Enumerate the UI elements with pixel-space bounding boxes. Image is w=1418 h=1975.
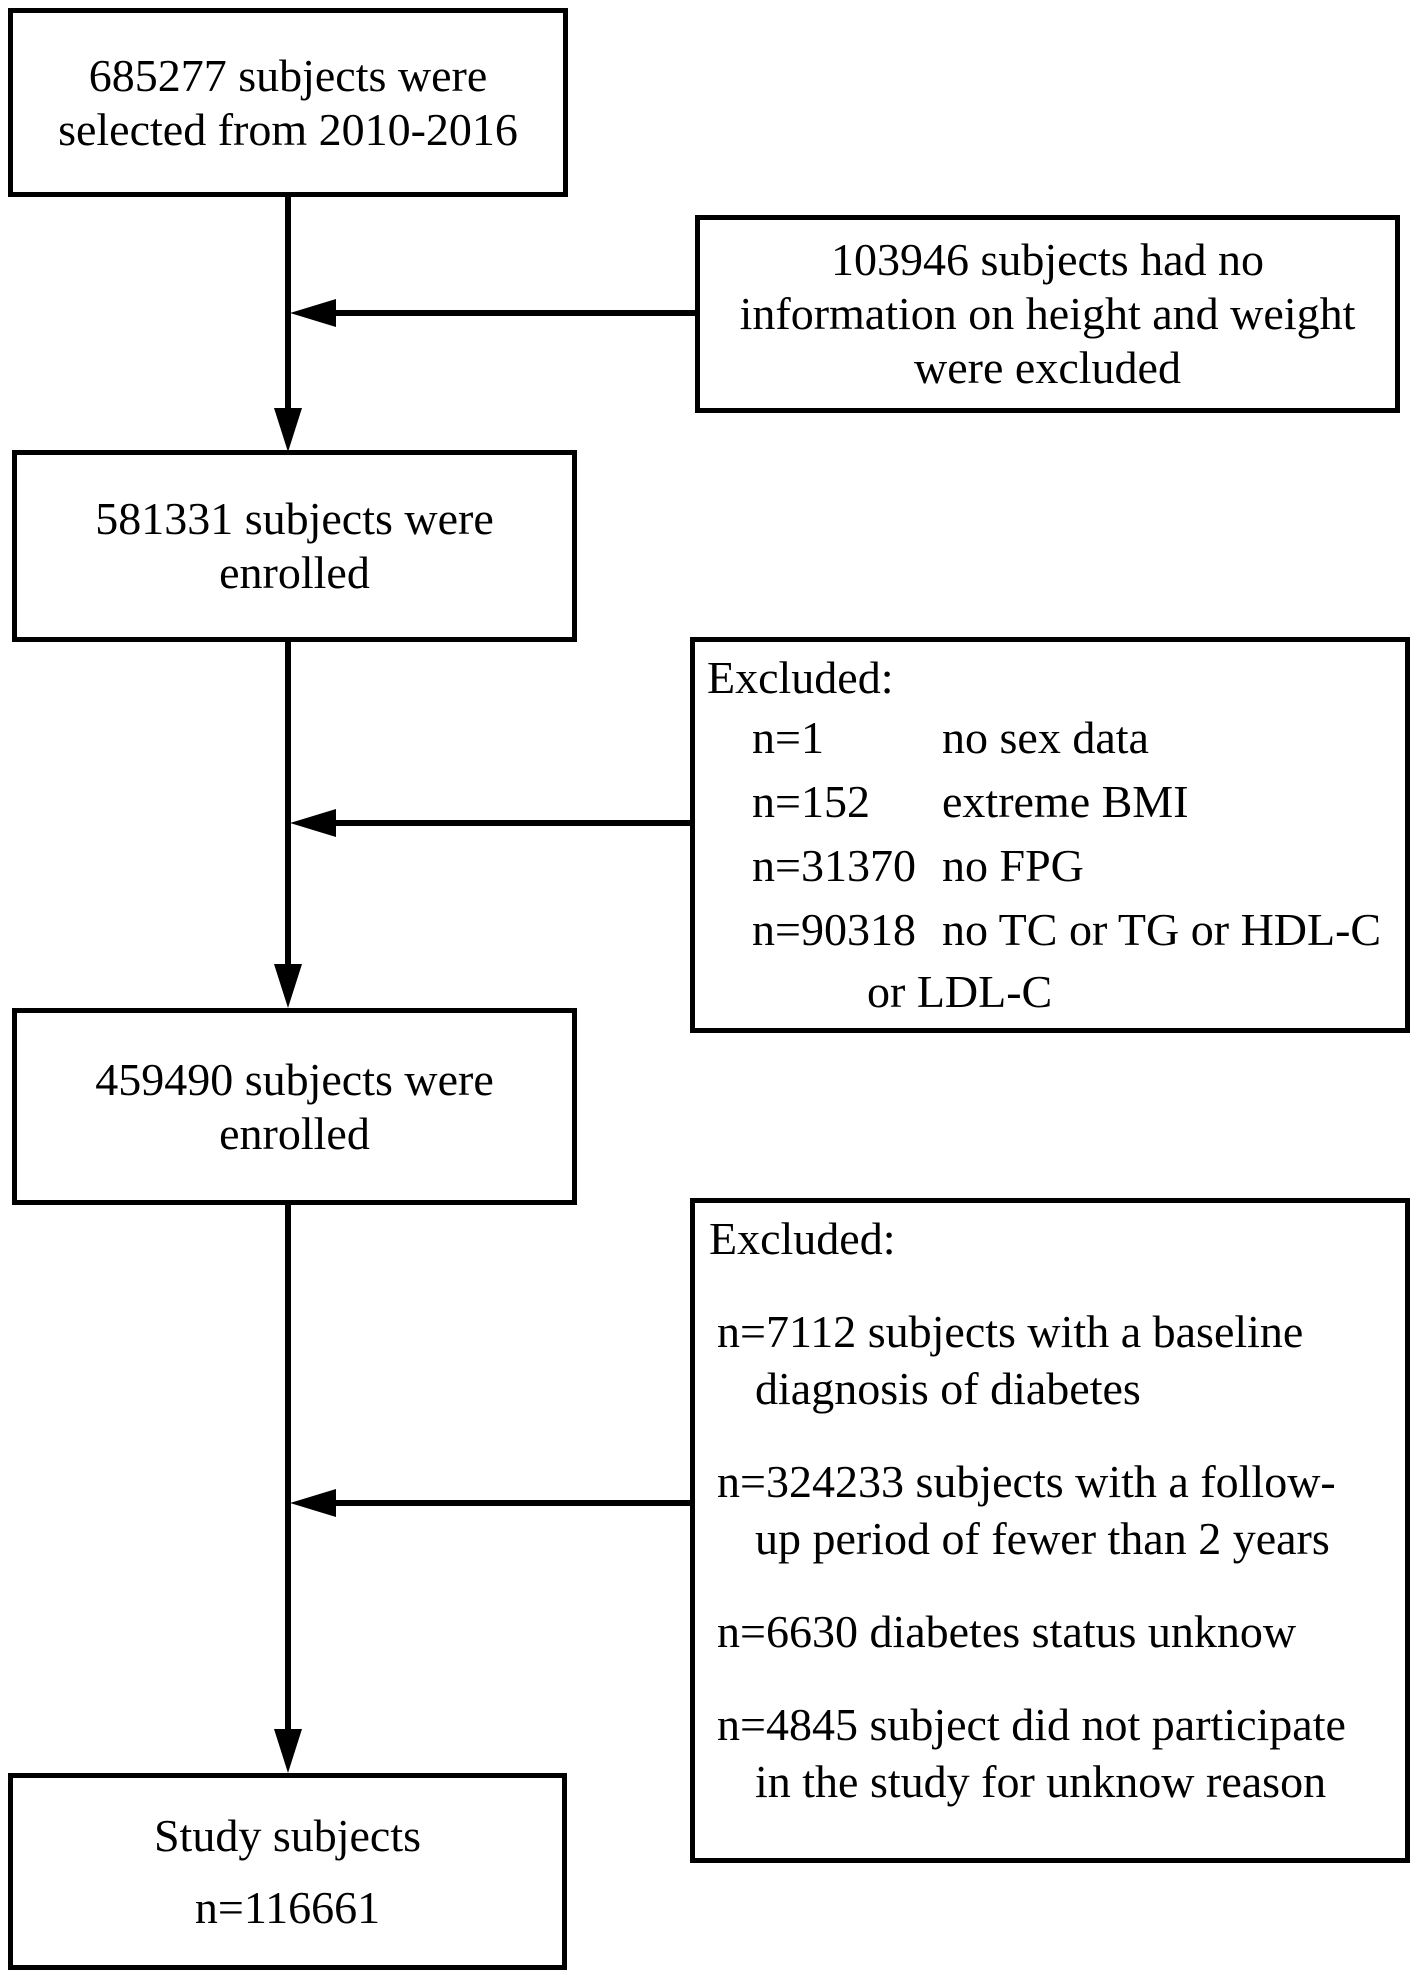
box-enrolled-581331-line2: enrolled xyxy=(219,547,370,598)
box-enrolled-581331-line1: 581331 subjects were xyxy=(95,493,494,544)
exclusion-reason: extreme BMI xyxy=(942,776,1189,827)
exclusion-reason: no sex data xyxy=(942,712,1149,763)
exclusion-reason: no FPG xyxy=(942,840,1084,891)
box-excluded-follow-up: Excluded: n=7112 subjects with a baselin… xyxy=(690,1198,1410,1863)
exclusion-arrow-2-arrowhead-icon xyxy=(290,809,336,837)
box-enrolled-459490-line2: enrolled xyxy=(219,1107,370,1159)
exclusion-item-line1: n=6630 diabetes status unknow xyxy=(717,1606,1297,1657)
connector-2-shaft xyxy=(285,640,291,966)
exclusion-count: n=1 xyxy=(752,712,824,763)
exclusion-item: n=324233 subjects with a follow- up peri… xyxy=(717,1453,1395,1567)
exclusion-arrow-2-shaft xyxy=(334,820,690,826)
exclusion-item-line2: up period of fewer than 2 years xyxy=(755,1513,1330,1564)
exclusion-count: n=152 xyxy=(752,776,870,827)
exclusion-item: n=4845 subject did not participate in th… xyxy=(717,1696,1395,1810)
exclusion-reason: no TC or TG or HDL-C xyxy=(942,904,1382,955)
box-study-subjects: Study subjects n=116661 xyxy=(8,1773,567,1970)
box-enrolled-459490-line1: 459490 subjects were xyxy=(95,1053,494,1105)
exclusion-item-line1: n=324233 subjects with a follow- xyxy=(717,1456,1336,1507)
box-subjects-selected-line1: 685277 subjects were xyxy=(88,49,488,101)
exclusion-item-line1: n=7112 subjects with a baseline xyxy=(717,1306,1304,1357)
exclusion-item-line2: diagnosis of diabetes xyxy=(755,1363,1141,1414)
connector-2-arrowhead-icon xyxy=(274,964,302,1008)
connector-3-arrowhead-icon xyxy=(274,1729,302,1773)
excluded-baseline-title: Excluded: xyxy=(707,652,894,703)
excluded-height-weight-line2: information on height and weight xyxy=(739,288,1356,339)
exclusion-item-line1: n=4845 subject did not participate xyxy=(717,1699,1346,1750)
box-study-subjects-line1: Study subjects xyxy=(153,1809,422,1861)
exclusion-row: n=1 no sex data xyxy=(752,706,1395,770)
connector-1-shaft xyxy=(285,195,291,410)
box-subjects-selected: 685277 subjects were selected from 2010-… xyxy=(8,8,568,197)
box-excluded-height-weight: 103946 subjects had no information on he… xyxy=(695,215,1400,413)
exclusion-row: n=90318 no TC or TG or HDL-C xyxy=(752,898,1395,962)
exclusion-item: n=7112 subjects with a baseline diagnosi… xyxy=(717,1303,1395,1417)
exclusion-item-line2: in the study for unknow reason xyxy=(755,1756,1327,1807)
box-enrolled-459490: 459490 subjects were enrolled xyxy=(12,1008,577,1205)
connector-1-arrowhead-icon xyxy=(274,408,302,452)
excluded-height-weight-line1: 103946 subjects had no xyxy=(830,234,1265,285)
box-excluded-baseline-data: Excluded: n=1 no sex data n=152 extreme … xyxy=(690,637,1410,1033)
exclusion-arrow-3-shaft xyxy=(334,1500,690,1506)
exclusion-arrow-1-shaft xyxy=(334,310,695,316)
exclusion-arrow-1-arrowhead-icon xyxy=(290,299,336,327)
exclusion-reason-continuation: or LDL-C xyxy=(867,966,1053,1017)
connector-3-shaft xyxy=(285,1203,291,1731)
excluded-follow-up-title: Excluded: xyxy=(709,1213,896,1264)
exclusion-count: n=31370 xyxy=(752,840,916,891)
exclusion-arrow-3-arrowhead-icon xyxy=(290,1489,336,1517)
exclusion-item: n=6630 diabetes status unknow xyxy=(717,1603,1395,1660)
excluded-height-weight-line3: were excluded xyxy=(914,342,1181,393)
box-enrolled-581331: 581331 subjects were enrolled xyxy=(12,450,577,642)
exclusion-row: n=152 extreme BMI xyxy=(752,770,1395,834)
box-study-subjects-line2: n=116661 xyxy=(194,1881,381,1933)
exclusion-count: n=90318 xyxy=(752,904,916,955)
exclusion-row: n=31370 no FPG xyxy=(752,834,1395,898)
box-subjects-selected-line2: selected from 2010-2016 xyxy=(58,103,518,155)
